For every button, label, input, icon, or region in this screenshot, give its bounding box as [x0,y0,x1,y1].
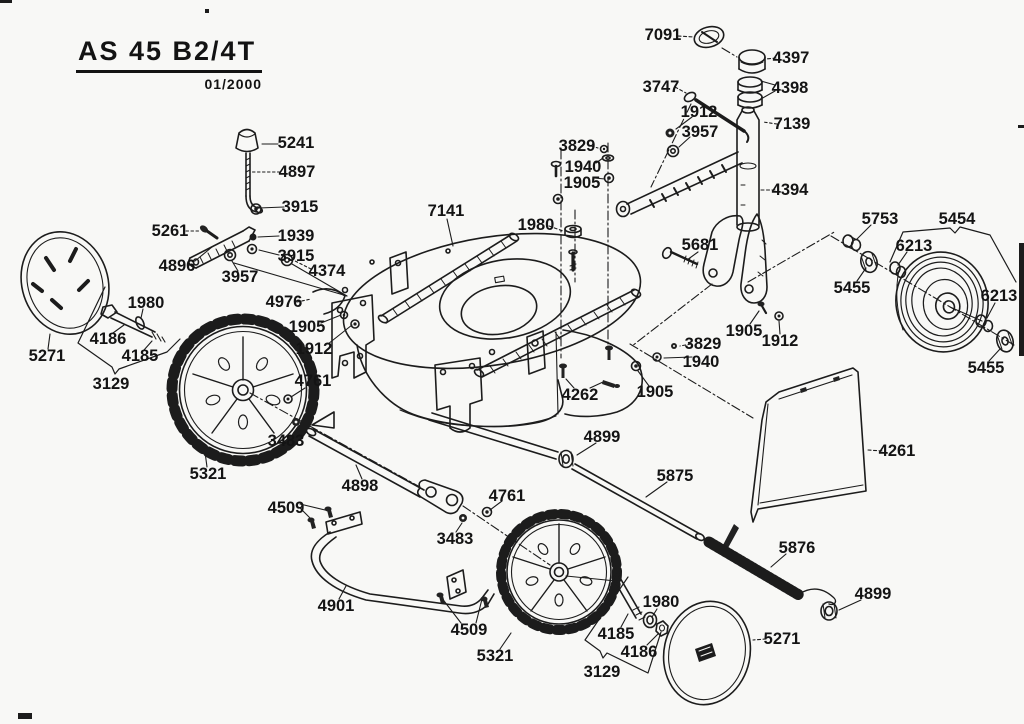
part-label-5875: 5875 [656,466,694,485]
part-label-4897: 4897 [278,162,316,181]
part-label-1980: 1980 [127,293,165,312]
part-label-3957: 3957 [221,267,259,286]
part-label-4899: 4899 [583,427,621,446]
wheel-bottom [496,509,622,635]
part-label-1912: 1912 [761,331,799,350]
part-label-4901: 4901 [317,596,355,615]
part-label-1980: 1980 [642,592,680,611]
part-label-4261: 4261 [878,441,916,460]
wheel-left [166,313,320,467]
part-label-5241: 5241 [277,133,315,152]
part-label-5455: 5455 [967,358,1005,377]
leader-lines [47,35,1001,650]
part-label-4509: 4509 [267,498,305,517]
title-block: AS 45 B2/4T 01/2000 [76,36,263,92]
part-label-4899: 4899 [854,584,892,603]
part-label-4186: 4186 [620,642,658,661]
part-label-4185: 4185 [121,346,159,365]
part-label-1939: 1939 [277,226,315,245]
part-label-1980: 1980 [517,215,555,234]
part-label-1940: 1940 [682,352,720,371]
revision-date: 01/2000 [204,76,263,92]
part-label-3483: 3483 [267,431,305,450]
part-label-4898: 4898 [341,476,379,495]
axle-kit-bottom [612,573,669,637]
axle-kit-left [100,304,166,343]
part-label-5753: 5753 [861,209,899,228]
part-label-3129: 3129 [92,374,130,393]
part-label-5454: 5454 [938,209,976,228]
part-label-1940: 1940 [564,157,602,176]
part-label-5261: 5261 [151,221,189,240]
part-label-1905: 1905 [288,317,326,336]
part-label-5271: 5271 [28,346,66,365]
part-label-1905: 1905 [725,321,763,340]
handle-tube-4898 [283,394,493,522]
rod-and-spring [428,412,838,621]
part-label-3915: 3915 [281,197,319,216]
part-label-4896: 4896 [158,256,196,275]
part-label-1905: 1905 [563,173,601,192]
part-label-4761: 4761 [488,486,526,505]
part-label-1912: 1912 [295,339,333,358]
part-label-7139: 7139 [773,114,811,133]
part-label-3747: 3747 [642,77,680,96]
part-label-4262: 4262 [561,385,599,404]
part-label-6213: 6213 [895,236,933,255]
height-adjust-control [188,128,294,269]
part-label-3129: 3129 [583,662,621,681]
part-label-5876: 5876 [778,538,816,557]
part-label-3957: 3957 [681,122,719,141]
group-brackets [77,226,1017,674]
wheel-right-group [842,234,1015,353]
part-label-3483: 3483 [436,529,474,548]
model-title: AS 45 B2/4T [76,36,263,73]
part-label-7141: 7141 [427,201,465,220]
hubcap-disc-left [20,230,110,336]
part-label-1912: 1912 [680,102,718,121]
part-label-5681: 5681 [681,235,719,254]
part-label-4186: 4186 [89,329,127,348]
mower-deck [312,232,677,433]
steering-column [615,25,784,321]
part-label-1905: 1905 [636,382,674,401]
handle-bar-4901 [307,506,495,615]
clip-4976 [312,288,346,315]
part-label-3915: 3915 [277,246,315,265]
rear-flap [750,367,867,523]
part-label-3829: 3829 [684,334,722,353]
part-label-6213: 6213 [980,286,1018,305]
part-label-5455: 5455 [833,278,871,297]
part-label-4509: 4509 [450,620,488,639]
part-label-4761: 4761 [294,371,332,390]
part-label-4374: 4374 [308,261,346,280]
part-label-5271: 5271 [763,629,801,648]
part-label-3829: 3829 [558,136,596,155]
hubcap-disc-bottom [662,600,752,706]
part-label-4397: 4397 [772,48,810,67]
part-label-4398: 4398 [771,78,809,97]
deck-top-fasteners [550,144,615,272]
part-label-4185: 4185 [597,624,635,643]
part-label-7091: 7091 [644,25,682,44]
part-label-5321: 5321 [189,464,227,483]
part-label-4976: 4976 [265,292,303,311]
part-label-4394: 4394 [771,180,809,199]
part-label-5321: 5321 [476,646,514,665]
